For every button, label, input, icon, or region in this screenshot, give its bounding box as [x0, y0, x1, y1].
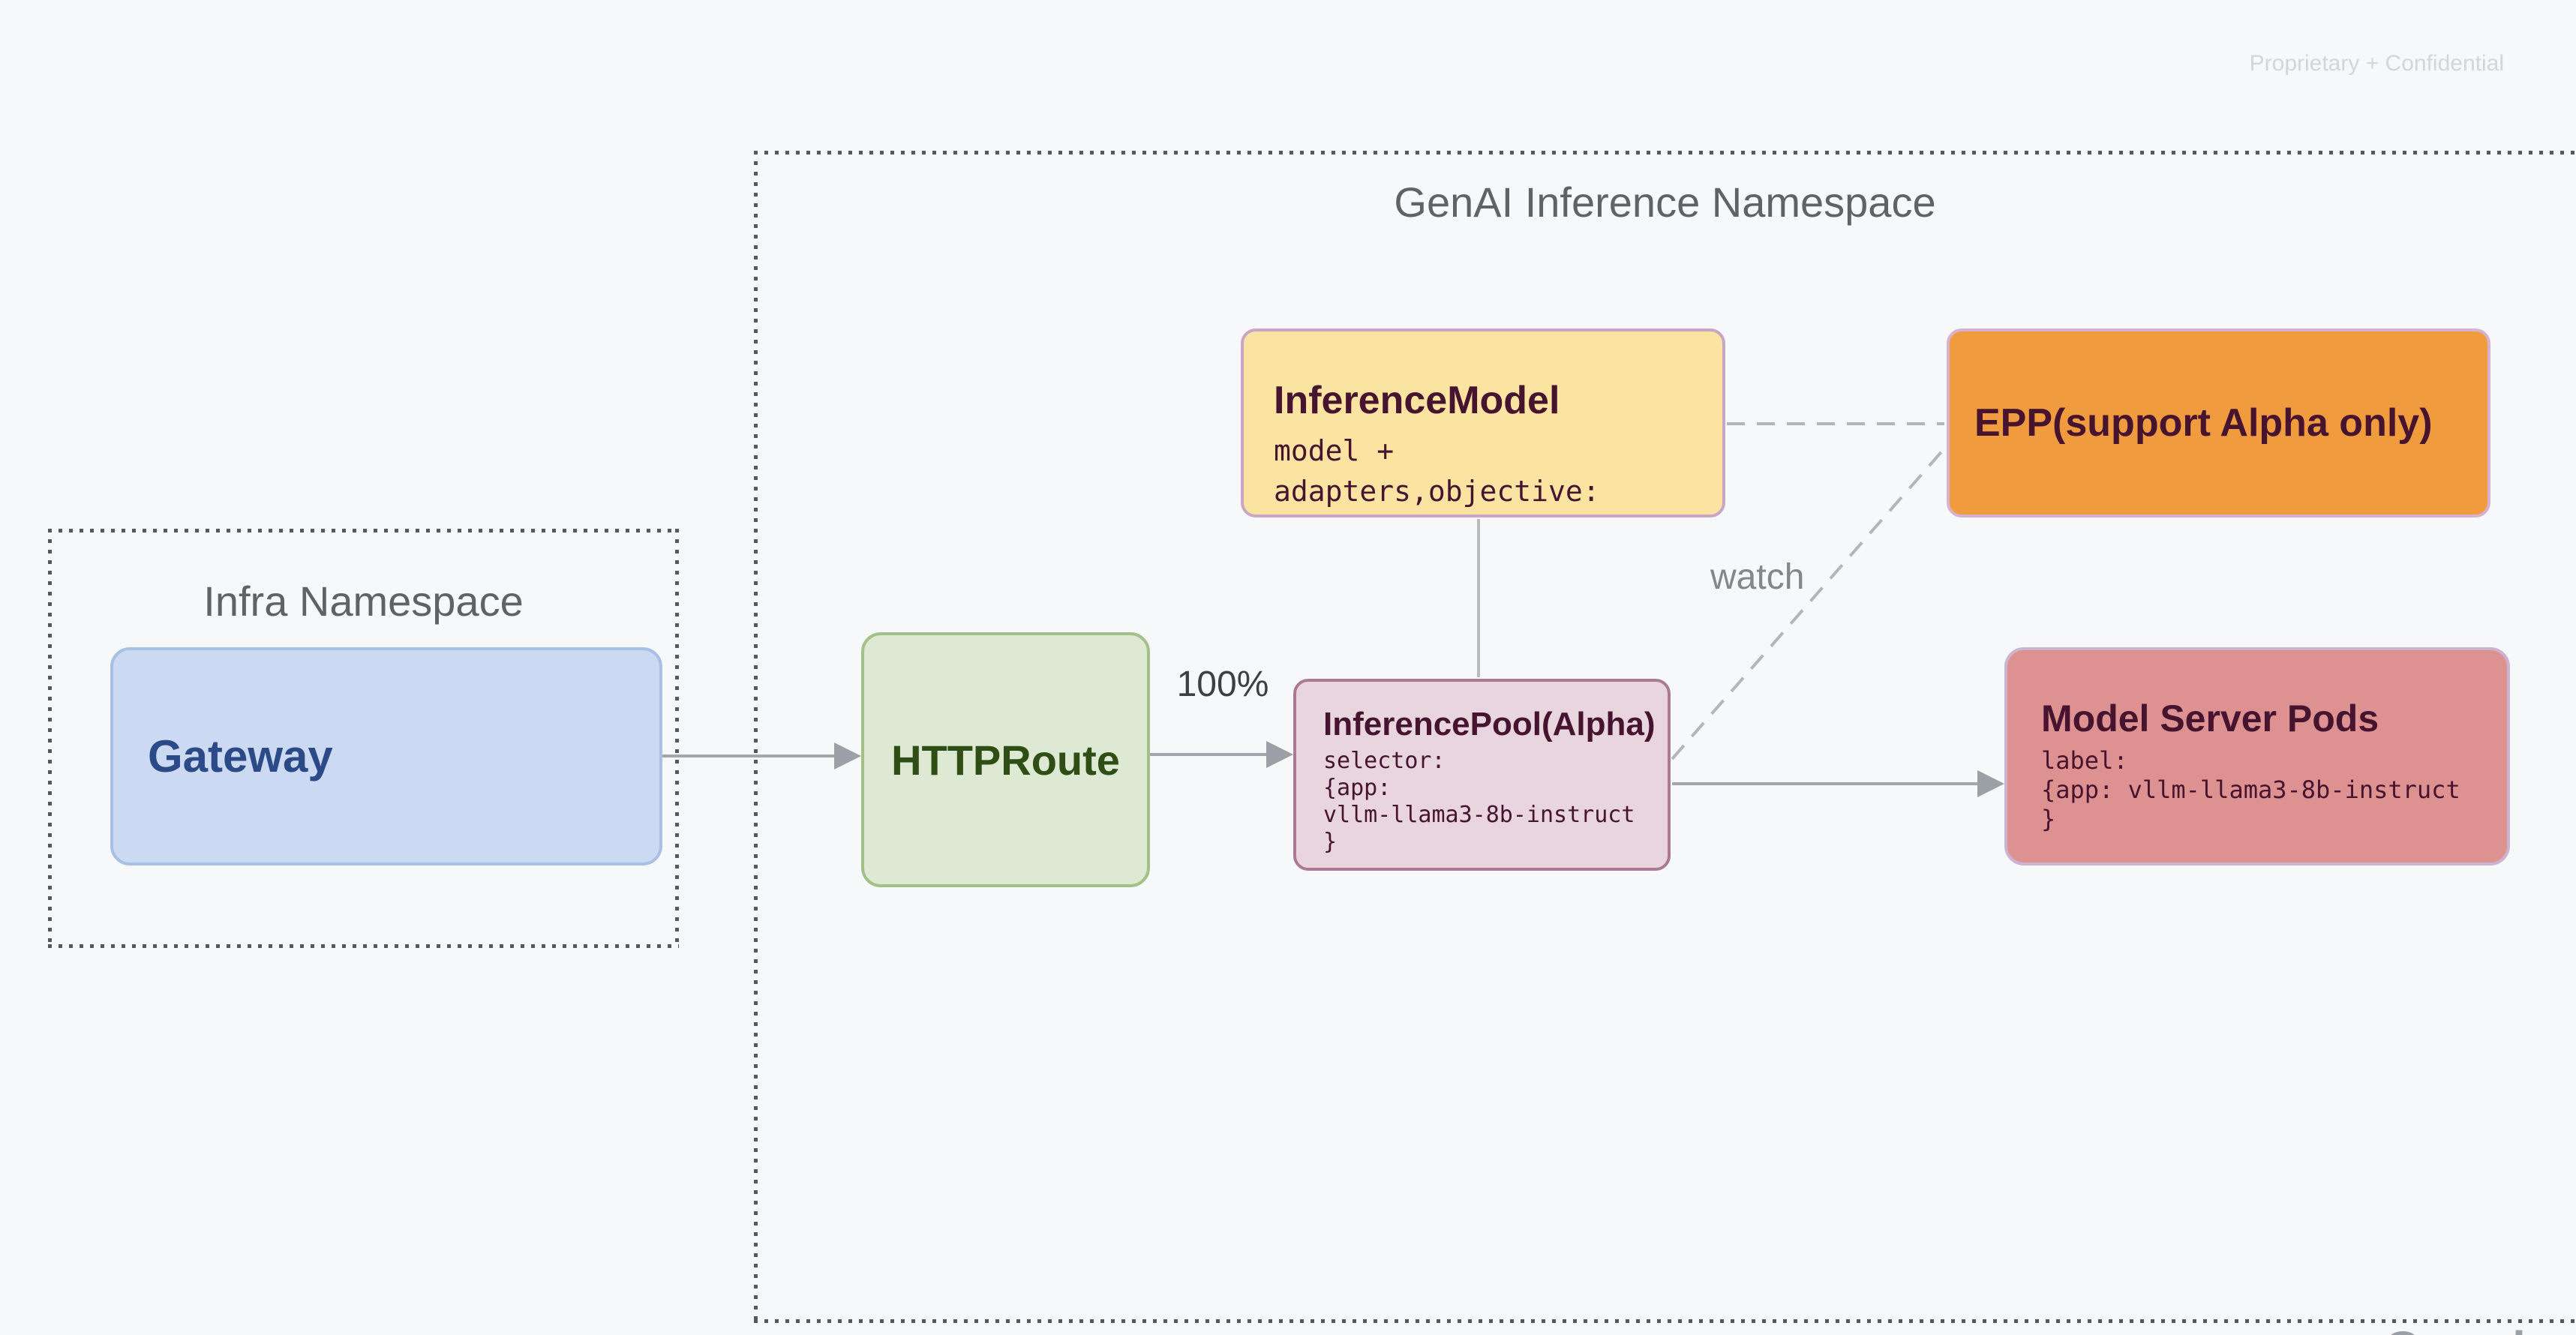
node-model-server-pods: Model Server Pods label: {app: vllm-llam…: [2004, 647, 2510, 866]
dashed-epp-watch-inferencepool: [1671, 447, 1946, 760]
watch-label: watch: [1710, 557, 1805, 597]
node-model-server-pods-title: Model Server Pods: [2041, 698, 2379, 740]
google-logo-watermark: Google: [2384, 1321, 2553, 1335]
node-epp-title: EPP(support Alpha only): [1974, 401, 2433, 445]
node-inference-model-body: model + adapters,objective:: [1274, 434, 1600, 508]
arrow-inferencepool-to-modelserver: [1672, 770, 2004, 797]
confidential-watermark: Proprietary + Confidential: [2249, 51, 2504, 76]
infra-border-right: [675, 529, 679, 948]
infra-border-top: [48, 529, 679, 532]
infra-namespace-title: Infra Namespace: [203, 578, 524, 625]
arrow-gateway-to-httproute: [662, 742, 861, 770]
infra-border-left: [48, 529, 52, 948]
node-epp: EPP(support Alpha only): [1947, 328, 2490, 518]
node-inference-pool: InferencePool(Alpha) selector: {app: vll…: [1293, 679, 1671, 871]
genai-border-top: [754, 151, 2576, 154]
node-gateway: Gateway: [110, 647, 662, 866]
infra-border-bottom: [48, 944, 679, 948]
node-inference-pool-body: selector: {app: vllm-llama3-8b-instruct …: [1323, 748, 1635, 855]
node-model-server-pods-body: label: {app: vllm-llama3-8b-instruct }: [2041, 746, 2460, 833]
traffic-percent-label: 100%: [1176, 664, 1269, 704]
genai-border-left: [754, 151, 758, 1322]
node-inference-model: InferenceModel model + adapters,objectiv…: [1241, 328, 1725, 518]
arrow-httproute-to-inferencepool: [1150, 741, 1293, 768]
genai-border-bottom: [754, 1319, 2576, 1323]
node-httproute-title: HTTPRoute: [891, 736, 1120, 784]
node-httproute: HTTPRoute: [861, 632, 1150, 887]
node-gateway-title: Gateway: [148, 731, 333, 782]
genai-namespace-title: GenAI Inference Namespace: [1394, 178, 1936, 226]
node-inference-model-title: InferenceModel: [1274, 379, 1560, 422]
node-inference-pool-title: InferencePool(Alpha): [1323, 706, 1656, 742]
